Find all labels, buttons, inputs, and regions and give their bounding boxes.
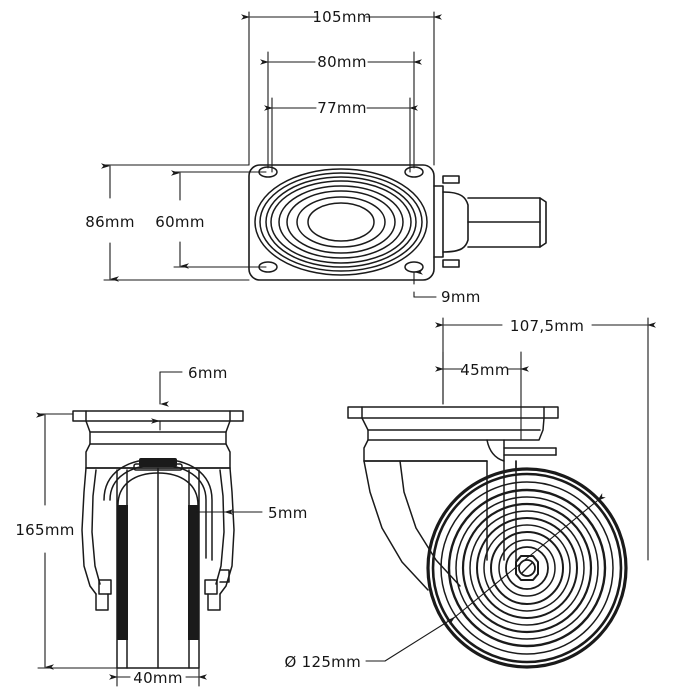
front-fork-right-inner <box>215 469 225 585</box>
dim-label-plate-depth: 86mm <box>85 213 135 231</box>
side-view-geometry <box>347 406 628 669</box>
dim-label-plate-width: 105mm <box>312 8 371 26</box>
front-fork-left-inner <box>91 469 101 585</box>
swivel-raceway-rings <box>254 168 428 276</box>
dim-label-hole-spacing-inner: 77mm <box>317 99 367 117</box>
dim-label-hole-spacing-outer: 80mm <box>317 53 367 71</box>
side-kingpin-fillet <box>486 439 505 462</box>
front-view-dimensions <box>36 371 263 687</box>
side-plate <box>347 406 559 419</box>
top-view-dimensions <box>101 11 442 298</box>
dim-label-fork-clearance: 5mm <box>268 504 308 522</box>
top-view-axle-housing <box>433 175 547 268</box>
dim-label-overall-height: 165mm <box>15 521 74 539</box>
front-tread-shade-left <box>117 505 128 640</box>
dim-label-swivel-offset: 45mm <box>460 361 510 379</box>
side-fork-arm-back <box>399 460 461 587</box>
side-view-dimensions <box>365 317 656 662</box>
dim-label-plate-thickness: 6mm <box>188 364 228 382</box>
dim-label-wheel-diameter: Ø 125mm <box>284 653 361 671</box>
front-swivel-collar <box>85 420 231 445</box>
front-hub-cap <box>139 458 177 467</box>
side-fork-arm-front <box>363 460 429 591</box>
side-wheel-hub <box>515 555 539 581</box>
front-lower-brackets <box>95 569 230 611</box>
front-plate <box>72 410 244 422</box>
top-view-geometry <box>248 164 547 281</box>
front-fork-left-outer <box>81 467 97 595</box>
leader-diameter-extension <box>384 616 456 662</box>
dim-label-overall-length: 107,5mm <box>510 317 584 335</box>
dim-label-wheel-width: 40mm <box>133 669 183 687</box>
front-view-geometry <box>72 410 244 669</box>
dim-label-hole-diameter: 9mm <box>441 288 481 306</box>
side-swivel-collar <box>361 417 545 441</box>
mounting-plate-outline <box>248 164 435 281</box>
front-fork-right-outer <box>219 467 235 595</box>
dim-label-hole-spacing-vertical: 60mm <box>155 213 205 231</box>
side-swivel-body-left <box>363 439 488 462</box>
leader-diameter-line <box>446 493 606 625</box>
mounting-hole-bottom-right <box>404 261 424 273</box>
front-tread-shade-right <box>188 505 199 640</box>
wheel-outer-tyre <box>426 467 628 669</box>
